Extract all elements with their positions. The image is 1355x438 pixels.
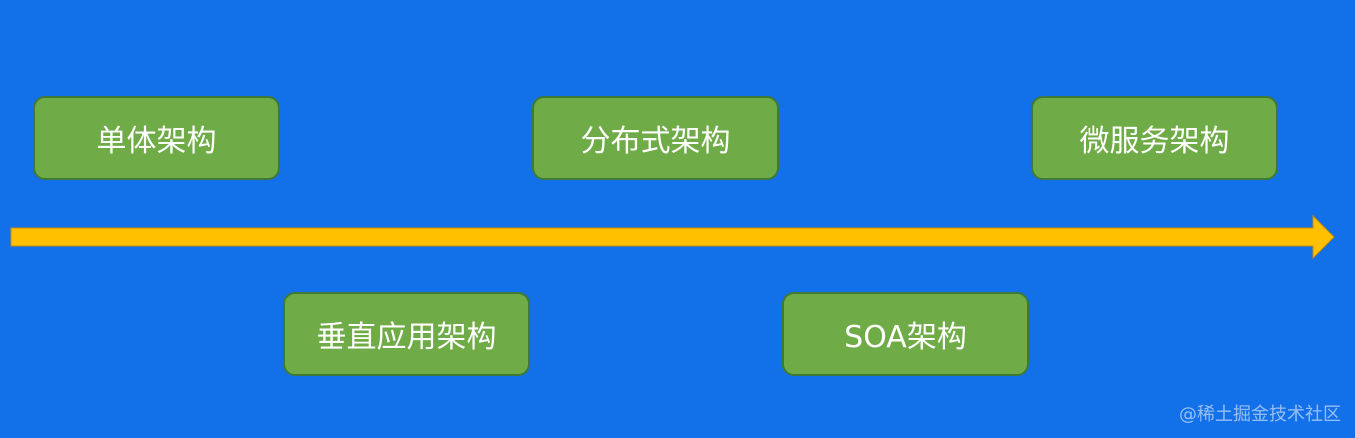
stage-label: 单体架构 [96,124,217,159]
timeline-arrow-shape [10,214,1335,260]
stage-label: 分布式架构 [580,124,731,159]
stage-box-soa: SOA架构 [782,292,1029,376]
stage-box-distributed: 分布式架构 [532,96,779,180]
stage-box-microservices: 微服务架构 [1031,96,1278,180]
watermark-text: @稀土掘金技术社区 [1179,404,1341,425]
stage-box-monolithic: 单体架构 [33,96,280,180]
stage-label: SOA架构 [844,320,967,355]
stage-label: 垂直应用架构 [316,320,497,355]
stage-box-vertical-application: 垂直应用架构 [283,292,530,376]
stage-label: 微服务架构 [1079,124,1230,159]
